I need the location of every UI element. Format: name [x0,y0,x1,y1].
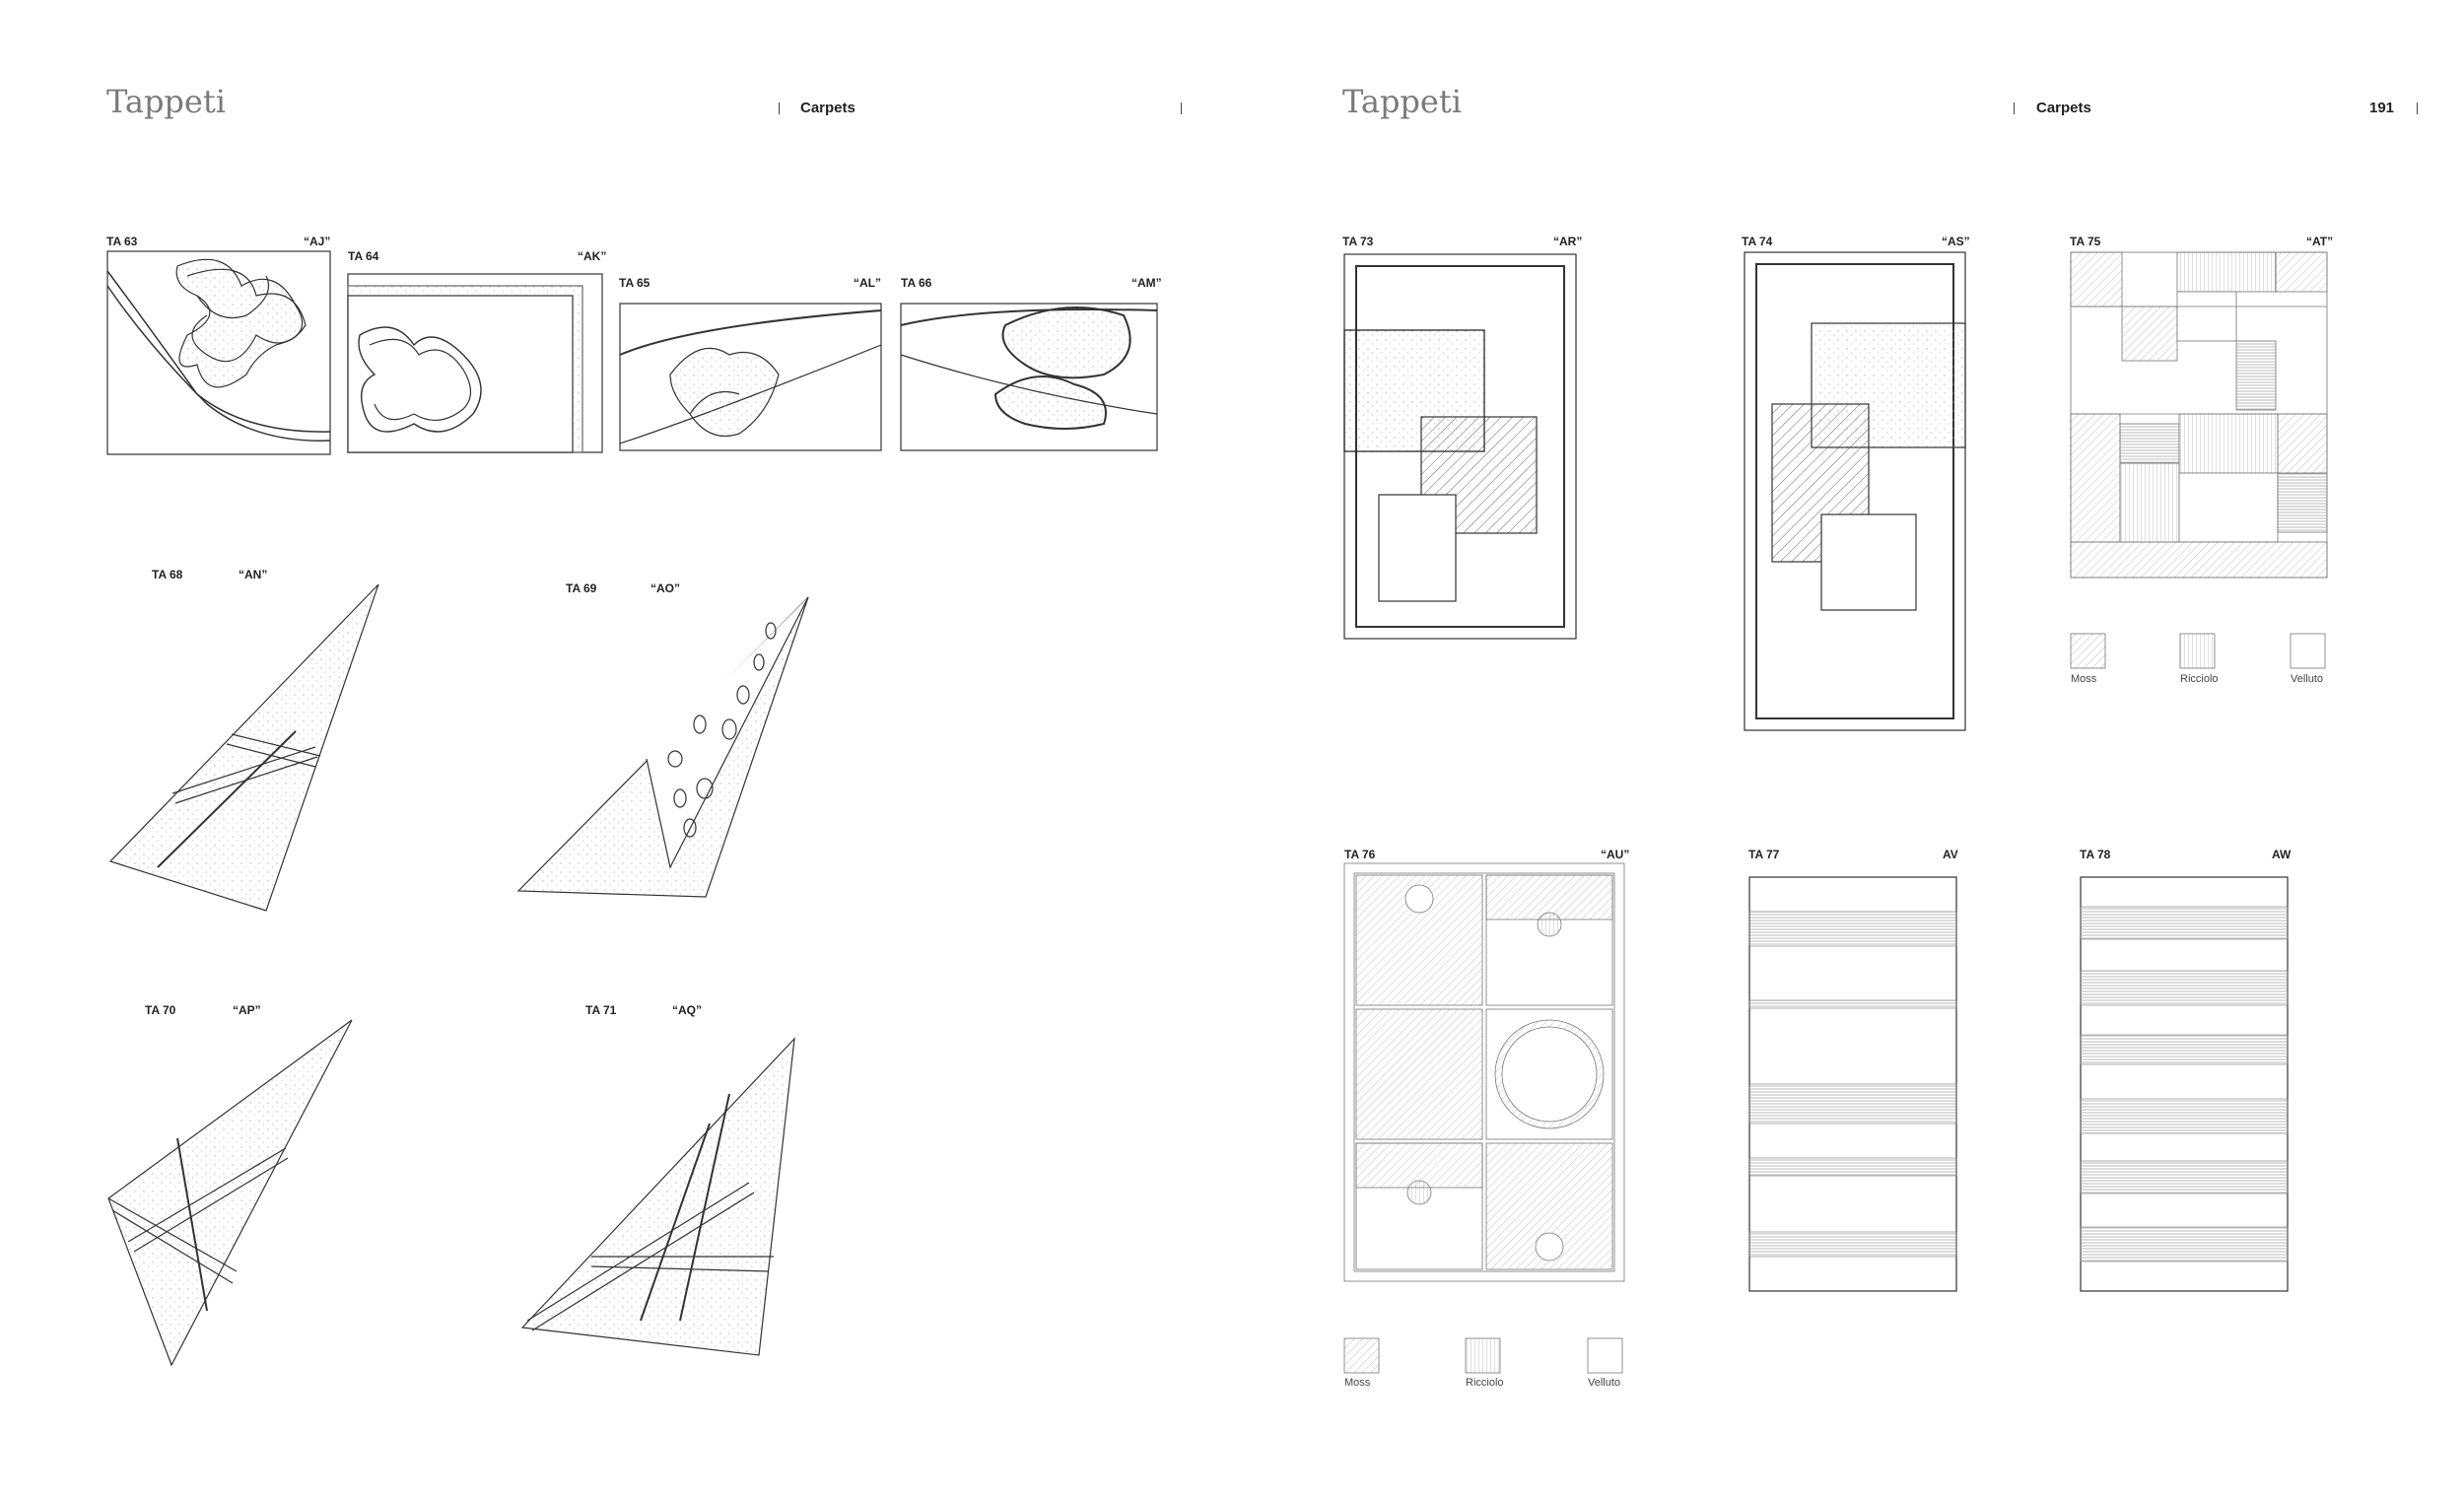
right-running-head: Carpets [2036,100,2091,116]
item-name-as: “AS” [1942,235,1970,248]
legend-top-velluto: Velluto [2291,673,2324,685]
item-name-am: “AM” [1131,276,1162,290]
right-header-divider-end [2417,102,2418,114]
left-page-title: Tappeti [106,83,226,120]
carpet-ta70 [107,1019,353,1367]
item-code-ta68: TA 68 [152,568,183,581]
carpet-ta64 [347,273,603,453]
carpet-ta69 [516,596,809,898]
item-name-aw: AW [2272,848,2292,861]
item-code-ta75: TA 75 [2070,235,2101,248]
legend-bottom-moss: Moss [1344,1377,1371,1389]
item-code-ta70: TA 70 [145,1003,176,1017]
left-running-head: Carpets [800,100,856,116]
legend-top-moss: Moss [2071,673,2097,685]
legend-top-swatches [2070,633,2326,669]
item-code-ta71: TA 71 [585,1003,617,1017]
carpet-ta68 [108,583,379,912]
item-name-ao: “AO” [650,581,680,595]
right-page-title: Tappeti [1342,83,1462,120]
carpet-ta75 [2070,251,2328,579]
item-name-at: “AT” [2306,235,2334,248]
item-name-ak: “AK” [578,249,607,263]
item-name-al: “AL” [854,276,881,290]
carpet-ta73 [1343,253,1577,640]
item-code-ta65: TA 65 [619,276,650,290]
legend-bottom-ricciolo: Ricciolo [1466,1377,1504,1389]
item-name-av: AV [1943,848,1958,861]
item-name-au: “AU” [1601,848,1630,861]
legend-bottom-swatches [1343,1337,1623,1374]
legend-bottom-velluto: Velluto [1588,1377,1621,1389]
item-code-ta63: TA 63 [106,235,138,248]
left-header-divider [779,102,780,114]
item-code-ta76: TA 76 [1344,848,1376,861]
right-header-divider [2014,102,2015,114]
item-name-aq: “AQ” [672,1003,702,1017]
legend-top-ricciolo: Ricciolo [2180,673,2219,685]
carpet-ta66 [900,303,1158,451]
item-code-ta73: TA 73 [1342,235,1374,248]
item-name-ap: “AP” [233,1003,261,1017]
carpet-ta78 [2080,876,2289,1292]
carpet-ta71 [520,1037,795,1356]
item-code-ta64: TA 64 [348,249,379,263]
left-header-divider-end [1181,102,1182,114]
item-name-aj: “AJ” [304,235,331,248]
item-code-ta69: TA 69 [566,581,597,595]
item-name-ar: “AR” [1553,235,1583,248]
item-code-ta78: TA 78 [2080,848,2111,861]
item-code-ta77: TA 77 [1748,848,1780,861]
carpet-ta74 [1744,251,1966,731]
carpet-ta63 [106,250,331,455]
item-name-an: “AN” [239,568,268,581]
carpet-ta76 [1343,862,1625,1282]
item-code-ta66: TA 66 [901,276,932,290]
carpet-ta77 [1748,876,1957,1292]
carpet-ta65 [619,303,882,451]
item-code-ta74: TA 74 [1742,235,1773,248]
page-number: 191 [2369,100,2395,116]
